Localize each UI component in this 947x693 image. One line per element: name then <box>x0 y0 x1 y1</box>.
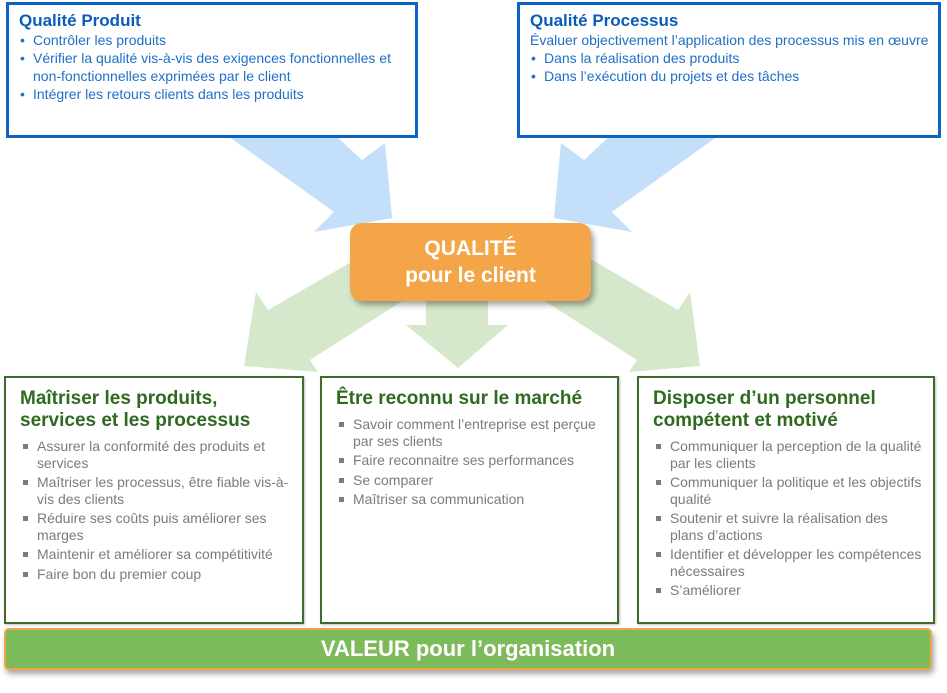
list-item: S’améliorer <box>653 582 923 599</box>
qualite-client-line2: pour le client <box>405 264 536 287</box>
list-item: Maîtriser les processus, être fiable vis… <box>20 474 292 507</box>
qualite-produit-box: Qualité Produit Contrôler les produits V… <box>6 2 418 138</box>
reconnu-list: Savoir comment l’entreprise est perçue p… <box>336 416 607 508</box>
arrow-qualite-to-reconnu <box>406 300 508 368</box>
qualite-produit-title: Qualité Produit <box>19 11 141 30</box>
qualite-client-box: QUALITÉ pour le client <box>350 223 591 301</box>
personnel-box: Disposer d’un personnel compétent et mot… <box>637 376 935 624</box>
list-item: Réduire ses coûts puis améliorer ses mar… <box>20 510 292 543</box>
list-item: Intégrer les retours clients dans les pr… <box>19 85 407 103</box>
qualite-processus-box: Qualité Processus Évaluer objectivement … <box>517 2 941 138</box>
qualite-processus-list: Dans la réalisation des produits Dans l’… <box>530 49 930 85</box>
list-item: Vérifier la qualité vis-à-vis des exigen… <box>19 49 407 85</box>
qualite-processus-intro: Évaluer objectivement l’application des … <box>530 32 929 48</box>
maitriser-box: Maîtriser les produits, services et les … <box>4 376 304 624</box>
personnel-title: Disposer d’un personnel compétent et mot… <box>653 388 876 431</box>
valeur-organisation-bar: VALEUR pour l’organisation <box>4 628 932 670</box>
list-item: Se comparer <box>336 472 607 489</box>
list-item: Maîtriser sa communication <box>336 491 607 508</box>
list-item: Identifier et développer les compétences… <box>653 546 923 579</box>
maitriser-title: Maîtriser les produits, services et les … <box>20 388 251 431</box>
list-item: Communiquer la perception de la qualité … <box>653 438 923 471</box>
personnel-list: Communiquer la perception de la qualité … <box>653 438 923 599</box>
list-item: Assurer la conformité des produits et se… <box>20 438 292 471</box>
reconnu-title: Être reconnu sur le marché <box>336 388 583 409</box>
list-item: Savoir comment l’entreprise est perçue p… <box>336 416 607 449</box>
arrow-processus-to-qualite <box>554 136 718 232</box>
list-item: Dans l’exécution du projets et des tâche… <box>530 67 930 85</box>
list-item: Faire reconnaitre ses performances <box>336 452 607 469</box>
list-item: Soutenir et suivre la réalisation des pl… <box>653 510 923 543</box>
arrow-produit-to-qualite <box>228 136 392 232</box>
reconnu-box: Être reconnu sur le marché Savoir commen… <box>320 376 619 624</box>
maitriser-list: Assurer la conformité des produits et se… <box>20 438 292 582</box>
qualite-processus-title: Qualité Processus <box>530 11 679 30</box>
list-item: Dans la réalisation des produits <box>530 49 930 67</box>
qualite-produit-list: Contrôler les produits Vérifier la quali… <box>19 31 407 103</box>
qualite-client-line1: QUALITÉ <box>424 237 517 260</box>
list-item: Communiquer la politique et les objectif… <box>653 474 923 507</box>
list-item: Faire bon du premier coup <box>20 566 292 583</box>
list-item: Contrôler les produits <box>19 31 407 49</box>
list-item: Maintenir et améliorer sa compétitivité <box>20 546 292 563</box>
